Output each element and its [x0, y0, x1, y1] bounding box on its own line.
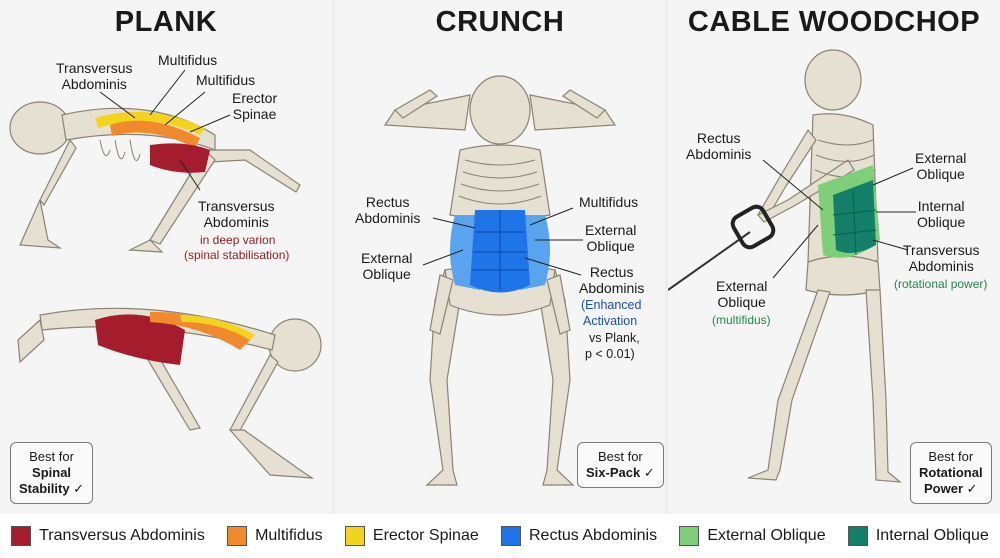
- legend-swatch-multifidus: [227, 526, 248, 546]
- woodchop-skeleton: [747, 49, 902, 483]
- crunch-best-for-badge: Best for Six-Pack ✓: [577, 442, 664, 488]
- woodchop-leader-lines: [762, 159, 916, 279]
- woodchop-badge-line3: Power ✓: [924, 481, 978, 496]
- legend-swatch-external-oblique: [679, 526, 700, 546]
- plank-panel: PLANK: [0, 0, 332, 514]
- woodchop-skeleton-illustration: [668, 49, 916, 483]
- woodchop-label-internal: Internal Oblique: [917, 198, 966, 230]
- crunch-note-3: vs Plank,: [589, 331, 640, 345]
- crunch-note-4: p < 0.01): [585, 347, 635, 361]
- crunch-label-rectus-left: Rectus Abdominis: [355, 194, 421, 226]
- woodchop-best-for-badge: Best for Rotational Power ✓: [910, 442, 992, 504]
- legend-swatch-transversus: [11, 526, 32, 546]
- woodchop-note-rotational: (rotational power): [894, 277, 988, 291]
- crunch-badge-line1: Best for: [597, 449, 643, 464]
- woodchop-title: CABLE WOODCHOP: [687, 6, 981, 38]
- plank-multifidus-top: [110, 120, 200, 148]
- legend-item-multifidus: Multifidus: [227, 526, 323, 546]
- plank-note-1: in deep varion: [200, 233, 276, 247]
- legend-item-rectus: Rectus Abdominis: [501, 526, 657, 546]
- plank-skeleton-illustration: [9, 69, 322, 479]
- crunch-note-1: (Enhanced: [581, 298, 642, 312]
- crunch-note-2: Activation: [583, 314, 638, 328]
- legend-swatch-erector: [344, 526, 365, 546]
- plank-label-transversus-mid: Transversus Abdominis: [198, 198, 275, 230]
- crunch-panel: CRUNCH: [335, 0, 665, 514]
- plank-badge-line1: Best for: [29, 449, 74, 464]
- plank-label-multifidus-1: Multifidus: [158, 52, 218, 68]
- legend-item-external-oblique: External Oblique: [679, 526, 826, 546]
- crunch-badge-line2: Six-Pack ✓: [586, 465, 655, 480]
- plank-erector-spinae-top: [95, 111, 205, 135]
- legend-item-erector: Erector Spinae: [344, 526, 479, 546]
- plank-title: PLANK: [114, 6, 218, 38]
- plank-badge-line3: Stability ✓: [19, 481, 85, 496]
- woodchop-note-multifidus: (multifidus): [712, 313, 771, 327]
- woodchop-label-external-left: External Oblique: [716, 278, 768, 310]
- legend-item-internal-oblique: Internal Oblique: [847, 526, 989, 546]
- plank-transversus-top: [150, 143, 210, 173]
- plank-best-for-badge: Best for Spinal Stability ✓: [10, 442, 94, 504]
- muscle-legend: Transversus Abdominis Multifidus Erector…: [0, 514, 1000, 558]
- woodchop-label-rectus: Rectus Abdominis: [686, 130, 752, 162]
- plank-leader-lines: [99, 69, 231, 191]
- crunch-leader-lines: [422, 207, 583, 276]
- plank-note-2: (spinal stabilisation): [184, 248, 290, 262]
- crunch-label-multifidus: Multifidus: [579, 194, 639, 210]
- crunch-title: CRUNCH: [435, 6, 565, 38]
- plank-erector-bottom: [180, 315, 255, 340]
- crunch-label-external-right: External Oblique: [585, 222, 637, 254]
- woodchop-label-transversus: Transversus Abdominis: [903, 242, 980, 274]
- woodchop-badge-line2: Rotational: [919, 465, 983, 480]
- plank-label-multifidus-2: Multifidus: [196, 72, 256, 88]
- plank-multifidus-bottom: [150, 311, 250, 350]
- plank-transversus-bottom: [95, 314, 185, 365]
- crunch-skeleton-illustration: [383, 75, 617, 486]
- legend-swatch-internal-oblique: [847, 526, 868, 546]
- woodchop-panel: CABLE WOODCHOP: [668, 0, 1000, 514]
- legend-swatch-rectus: [501, 526, 521, 546]
- cable-handle: [668, 204, 776, 291]
- woodchop-badge-line1: Best for: [928, 449, 974, 464]
- plank-label-transversus-top: Transversus Abdominis: [56, 60, 133, 92]
- legend-item-transversus: Transversus Abdominis: [11, 526, 205, 546]
- crunch-label-external-left: External Oblique: [361, 250, 413, 282]
- woodchop-label-external-right: External Oblique: [915, 150, 967, 182]
- crunch-label-rectus-right: Rectus Abdominis: [579, 264, 645, 296]
- plank-label-erector: Erector Spinae: [232, 90, 278, 122]
- plank-badge-line2: Spinal: [32, 465, 72, 480]
